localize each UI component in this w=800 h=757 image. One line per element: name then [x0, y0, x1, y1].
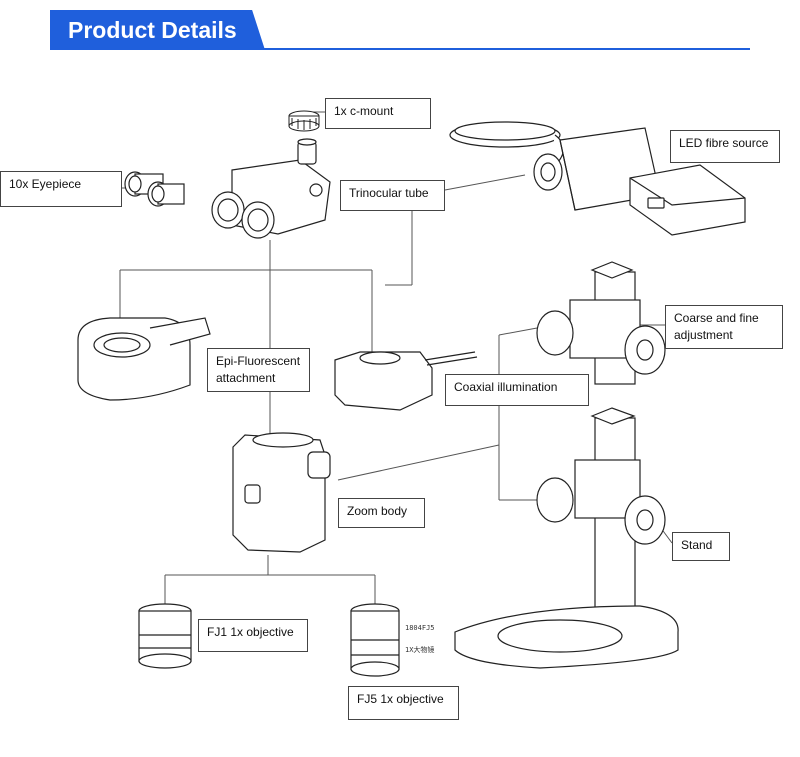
coaxial-illuminator-icon [334, 351, 478, 411]
epi-fluorescent-attachment-icon [77, 317, 211, 401]
objective-engraving-cn: 1X大物镜 [405, 645, 434, 654]
c-mount-icon [288, 110, 320, 132]
eyepiece-icon [124, 171, 185, 207]
header-divider [50, 48, 750, 50]
objective-engraving-code: 1804FJ5 [405, 624, 435, 632]
label-stand: Stand [672, 532, 730, 561]
led-fibre-source-icon [449, 121, 746, 236]
stand-icon [454, 407, 679, 669]
fj1-objective-icon [138, 603, 192, 669]
label-fj1-objective: FJ1 1x objective [198, 619, 308, 652]
label-zoom-body: Zoom body [338, 498, 425, 528]
label-coarse-fine-adjustment: Coarse and fine adjustment [665, 305, 783, 349]
label-c-mount: 1x c-mount [325, 98, 431, 129]
label-trinocular-tube: Trinocular tube [340, 180, 445, 211]
label-led-fibre-source: LED fibre source [670, 130, 780, 163]
label-coaxial-illumination: Coaxial illumination [445, 374, 589, 406]
connector-lines [119, 111, 673, 605]
label-eyepiece: 10x Eyepiece [0, 171, 122, 207]
zoom-body-icon [232, 432, 331, 553]
trinocular-head-icon [211, 138, 331, 239]
label-fj5-objective: FJ5 1x objective [348, 686, 459, 720]
page-title: Product Details [50, 10, 265, 50]
focus-drive-icon [536, 261, 666, 385]
label-epi-fluorescent: Epi-Fluorescent attachment [207, 348, 310, 392]
fj5-objective-icon [350, 603, 400, 677]
